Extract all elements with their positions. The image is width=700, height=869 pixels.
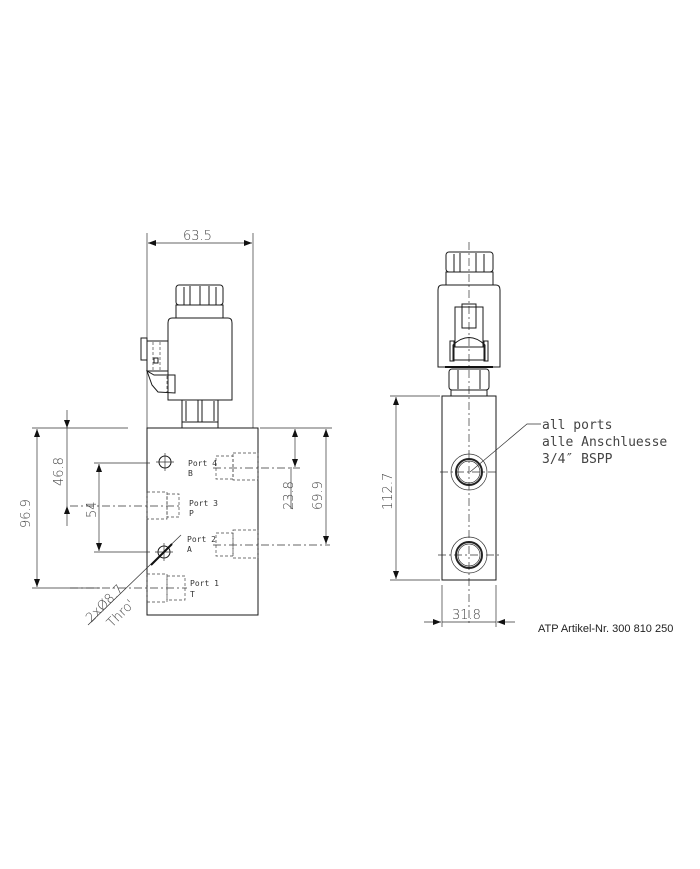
side-port-lower <box>438 536 500 574</box>
port-2-code: A <box>187 545 192 554</box>
dim-label-112-7: 112.7 <box>381 473 396 510</box>
dim-label-31-8: 31.8 <box>452 608 481 623</box>
dim-label-63-5: 63.5 <box>183 229 212 244</box>
port-4-label: Port 4 <box>188 459 217 468</box>
dim-46-8: 46.8 <box>52 410 70 526</box>
port-3-code: P <box>189 509 194 518</box>
dim-label-54: 54 <box>85 501 100 518</box>
dim-69-9: 69.9 <box>311 429 329 544</box>
dim-112-7: 112.7 <box>381 395 440 581</box>
port-1-code: T <box>190 590 195 599</box>
side-view: all ports alle Anschluesse 3/4″ BSPP 112… <box>381 242 667 627</box>
dim-23-8: 23.8 <box>260 427 332 510</box>
port-4: Port 4 B <box>156 452 300 481</box>
port-2-label: Port 2 <box>187 535 216 544</box>
hole-callout: 2xØ8.7 Thro' <box>83 534 182 631</box>
solenoid <box>140 284 233 429</box>
port-3: Port 3 P <box>70 491 218 520</box>
valve-block-front <box>146 427 259 616</box>
side-port-upper <box>440 453 498 491</box>
note-line-2: alle Anschluesse <box>542 435 667 450</box>
valve-block-side <box>441 395 497 581</box>
dim-label-23-8: 23.8 <box>282 481 297 510</box>
note-line-3: 3/4″ BSPP <box>542 452 613 467</box>
port-4-code: B <box>188 469 193 478</box>
dim-label-46-8: 46.8 <box>52 457 67 486</box>
dim-label-96-9: 96.9 <box>19 499 34 528</box>
dim-31-8: 31.8 <box>424 585 515 627</box>
dim-label-69-9: 69.9 <box>311 481 326 510</box>
dim-54: 54 <box>85 462 150 553</box>
dim-width-63-5: 63.5 <box>146 229 254 428</box>
note-line-1: all ports <box>542 418 612 433</box>
port-2: Port 2 A <box>155 529 330 561</box>
port-3-label: Port 3 <box>189 499 218 508</box>
front-view: 63.5 <box>19 229 332 631</box>
article-number-caption: ATP Artikel-Nr. 300 810 250 <box>538 623 674 635</box>
dim-96-9: 96.9 <box>19 427 128 589</box>
port-1-label: Port 1 <box>190 579 219 588</box>
